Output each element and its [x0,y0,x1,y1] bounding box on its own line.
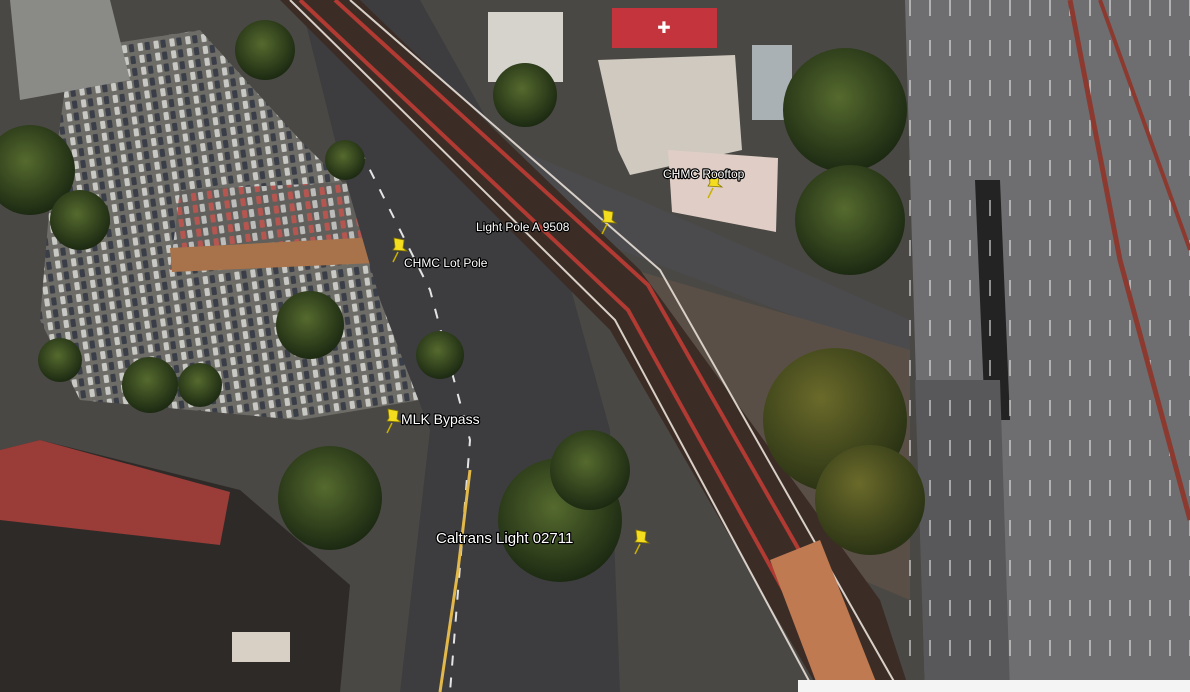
freeway-edge-2 [1098,0,1190,251]
placemark-label: Light Pole A 9508 [476,220,570,234]
station-platform [770,540,880,692]
placemark-label: Caltrans Light 02711 [436,530,573,547]
hospital-building [598,55,742,175]
placemark-mlk-bypass[interactable]: MLK Bypass [386,408,481,434]
chmc-tower [668,150,778,232]
helipad-building [612,8,717,48]
pushpin-icon[interactable] [634,529,651,555]
placemark-chmc-lot-pole[interactable]: CHMC Lot Pole [392,237,489,271]
bottom-edge-strip [798,680,1190,692]
pushpin-icon[interactable] [601,209,618,235]
frontage-road [520,150,910,360]
placemark-label: CHMC Rooftop [663,167,745,181]
placemark-caltrans-light-02711[interactable]: Caltrans Light 02711 [435,529,651,555]
red-roof [0,440,230,545]
rail-edge [289,0,816,692]
placemark-light-pole-a-9508[interactable]: Light Pole A 9508 [475,209,618,235]
trees [0,20,925,582]
pushpin-icon[interactable] [707,173,724,199]
helipad-mark: ✚ [657,20,670,37]
rail-track-1 [298,0,842,692]
parking-island [170,236,400,272]
pushpin-icon[interactable] [386,408,403,434]
placemark-chmc-rooftop[interactable]: CHMC Rooftop [662,166,746,199]
freeway-edge [1067,0,1190,521]
street-centerline [438,469,472,692]
placemark-label: CHMC Lot Pole [404,256,488,270]
placemark-label: MLK Bypass [401,411,480,427]
billboard [232,632,290,662]
freeway-lanes [905,0,1190,692]
building-northwest [10,0,130,100]
pushpin-icon[interactable] [392,237,409,263]
rail-viaduct [280,0,910,692]
